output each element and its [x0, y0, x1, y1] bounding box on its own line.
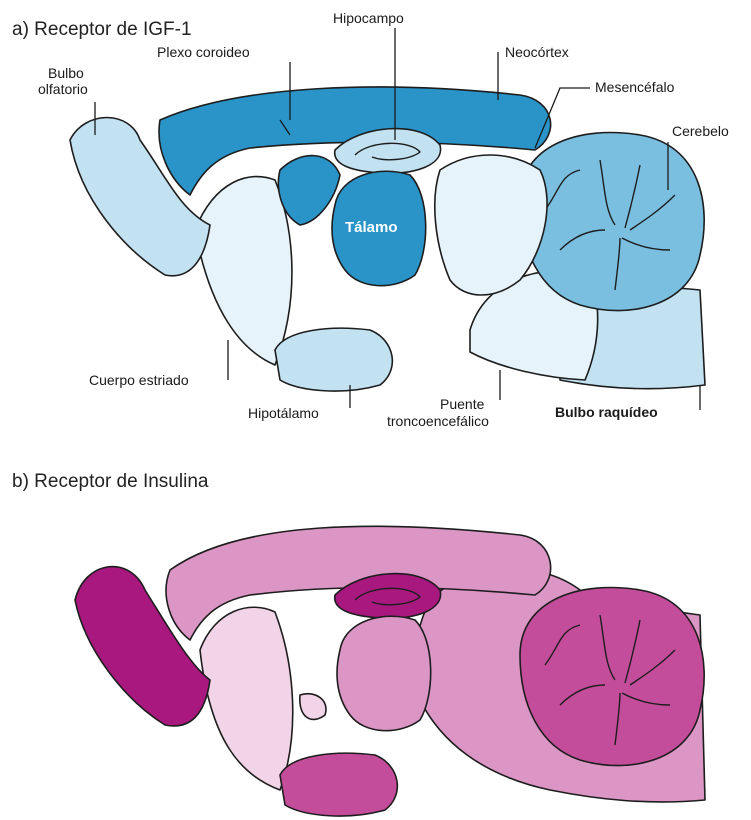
label-bulbo-olfatorio-1: Bulbo — [48, 65, 84, 81]
a-plexo-coroideo-region — [278, 156, 340, 225]
label-cuerpo-estriado: Cuerpo estriado — [89, 372, 189, 388]
label-plexo-coroideo: Plexo coroideo — [157, 44, 250, 60]
label-bulbo-olfatorio-2: olfatorio — [38, 81, 88, 97]
label-hipotalamo: Hipotálamo — [248, 405, 319, 421]
label-puente-1: Puente — [440, 396, 485, 412]
b-cerebelo-region — [520, 588, 704, 766]
label-cerebelo: Cerebelo — [672, 123, 729, 139]
panel-a: a) Receptor de IGF-1 — [12, 10, 729, 429]
b-cuerpo-estriado-region — [200, 607, 293, 790]
label-bulbo-raquideo: Bulbo raquídeo — [555, 404, 658, 420]
label-neocortex: Neocórtex — [505, 44, 569, 60]
panel-b-brain — [75, 526, 705, 816]
label-hipocampo: Hipocampo — [333, 10, 404, 26]
panel-b-title: b) Receptor de Insulina — [12, 471, 209, 492]
panel-a-brain — [70, 87, 705, 391]
b-plexo-region — [300, 694, 326, 720]
panel-a-title: a) Receptor de IGF-1 — [12, 19, 192, 40]
label-talamo: Tálamo — [345, 219, 398, 236]
panel-b: b) Receptor de Insulina — [12, 471, 705, 816]
a-cerebelo-region — [520, 133, 704, 311]
label-puente-2: troncoencefálico — [387, 413, 489, 429]
label-mesencefalo: Mesencéfalo — [595, 79, 675, 95]
a-cuerpo-estriado-region — [195, 177, 292, 365]
a-hipotalamo-region — [275, 328, 392, 391]
b-talamo-region — [337, 616, 431, 730]
b-hipotalamo-region — [280, 753, 397, 816]
